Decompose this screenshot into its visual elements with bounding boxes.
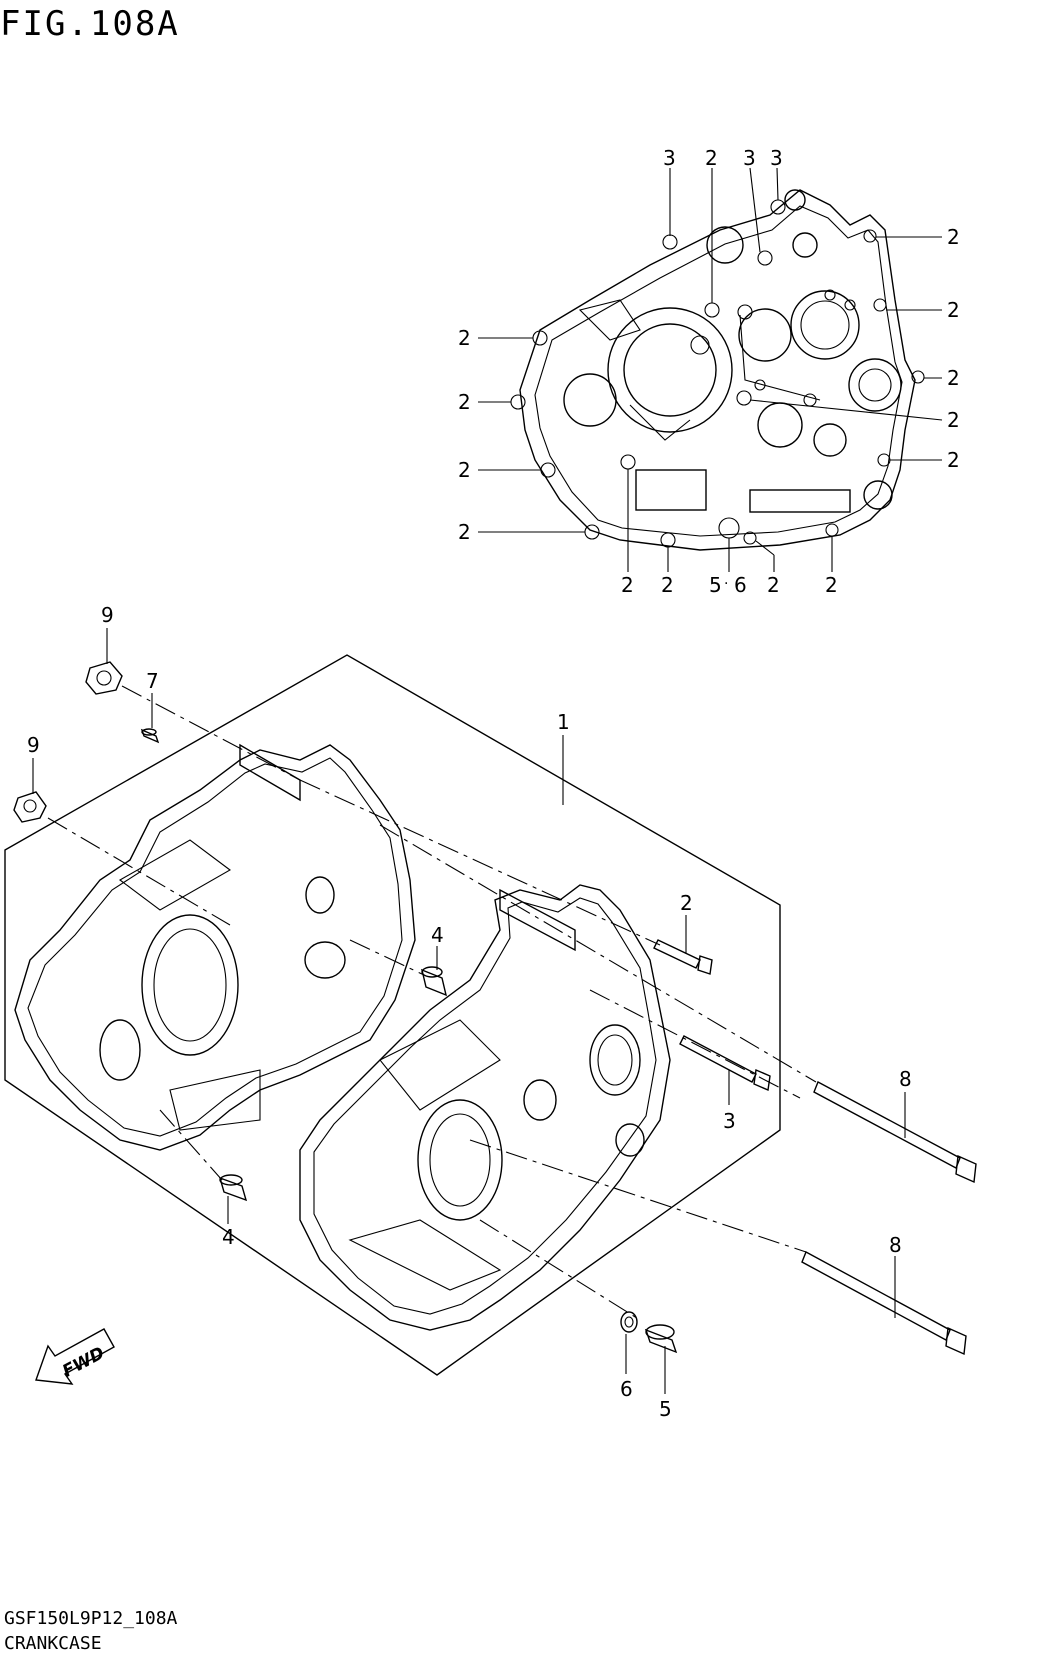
bolt-3 — [679, 1035, 771, 1092]
dowel-pin-upper — [421, 966, 447, 997]
inset-callout: 2 — [767, 573, 780, 597]
dowel-pin-lower — [218, 1174, 248, 1202]
figure-title: FIG.108A — [0, 4, 180, 44]
main-callout: 6 — [620, 1377, 633, 1401]
inset-callout: 3 — [770, 146, 783, 170]
inset-callout: 2 — [661, 573, 674, 597]
main-callout-labels: 9 7 9 1 4 2 8 3 4 8 6 5 — [27, 603, 912, 1421]
main-callout: 5 — [659, 1397, 672, 1421]
long-bolt-8-upper — [813, 1081, 977, 1184]
drain-plug-5 — [644, 1324, 678, 1354]
inset-callout: · — [724, 576, 728, 592]
inset-callout: 2 — [825, 573, 838, 597]
main-callout: 4 — [222, 1225, 235, 1249]
main-callout: 8 — [899, 1067, 912, 1091]
inset-callout: 2 — [458, 326, 471, 350]
inset-callout: 6 — [734, 573, 747, 597]
nut-9-lower — [13, 791, 47, 823]
crankcase-face-inset — [478, 167, 943, 572]
inset-callout: 3 — [743, 146, 756, 170]
inset-leaders — [478, 167, 943, 572]
main-leaders — [32, 628, 906, 1394]
inset-callout: 2 — [458, 390, 471, 414]
washer-6 — [620, 1311, 638, 1333]
inset-callout: 3 — [663, 146, 676, 170]
inset-callout: 2 — [947, 408, 960, 432]
long-bolt-8-lower — [801, 1251, 967, 1356]
main-callout: 7 — [146, 669, 159, 693]
main-callout: 9 — [27, 733, 40, 757]
figure-code: GSF150L9P12_108A — [4, 1608, 178, 1629]
inset-callout: 2 — [705, 146, 718, 170]
main-callout: 2 — [680, 891, 693, 915]
inset-callout: 2 — [947, 448, 960, 472]
nut-9-upper — [85, 661, 123, 695]
fwd-arrow-icon: FWD — [35, 1328, 115, 1385]
assembly-boundary — [4, 654, 781, 1376]
crankcase-exploded-diagram: 3 2 3 3 2 2 2 2 2 2 2 2 2 2 2 5 · 6 2 2 — [4, 146, 977, 1421]
right-crankcase-half — [299, 884, 671, 1331]
figure-name: CRANKCASE — [4, 1633, 102, 1654]
inset-callout: 2 — [947, 298, 960, 322]
main-callout: 9 — [101, 603, 114, 627]
inset-callout: 5 — [709, 573, 722, 597]
main-callout: 4 — [431, 923, 444, 947]
main-callout: 1 — [557, 710, 570, 734]
inset-callout-labels: 3 2 3 3 2 2 2 2 2 2 2 2 2 2 2 5 · 6 2 2 — [458, 146, 960, 597]
main-callout: 8 — [889, 1233, 902, 1257]
left-crankcase-half — [14, 743, 416, 1151]
inset-callout: 2 — [458, 458, 471, 482]
inset-callout: 2 — [458, 520, 471, 544]
inset-bolt-holes — [510, 199, 925, 548]
assembly-centre-lines — [47, 685, 817, 1321]
main-callout: 3 — [723, 1109, 736, 1133]
inset-callout: 2 — [621, 573, 634, 597]
bolt-2 — [653, 939, 713, 975]
inset-callout: 2 — [947, 225, 960, 249]
inset-callout: 2 — [947, 366, 960, 390]
dowel-pin-7 — [140, 728, 160, 744]
